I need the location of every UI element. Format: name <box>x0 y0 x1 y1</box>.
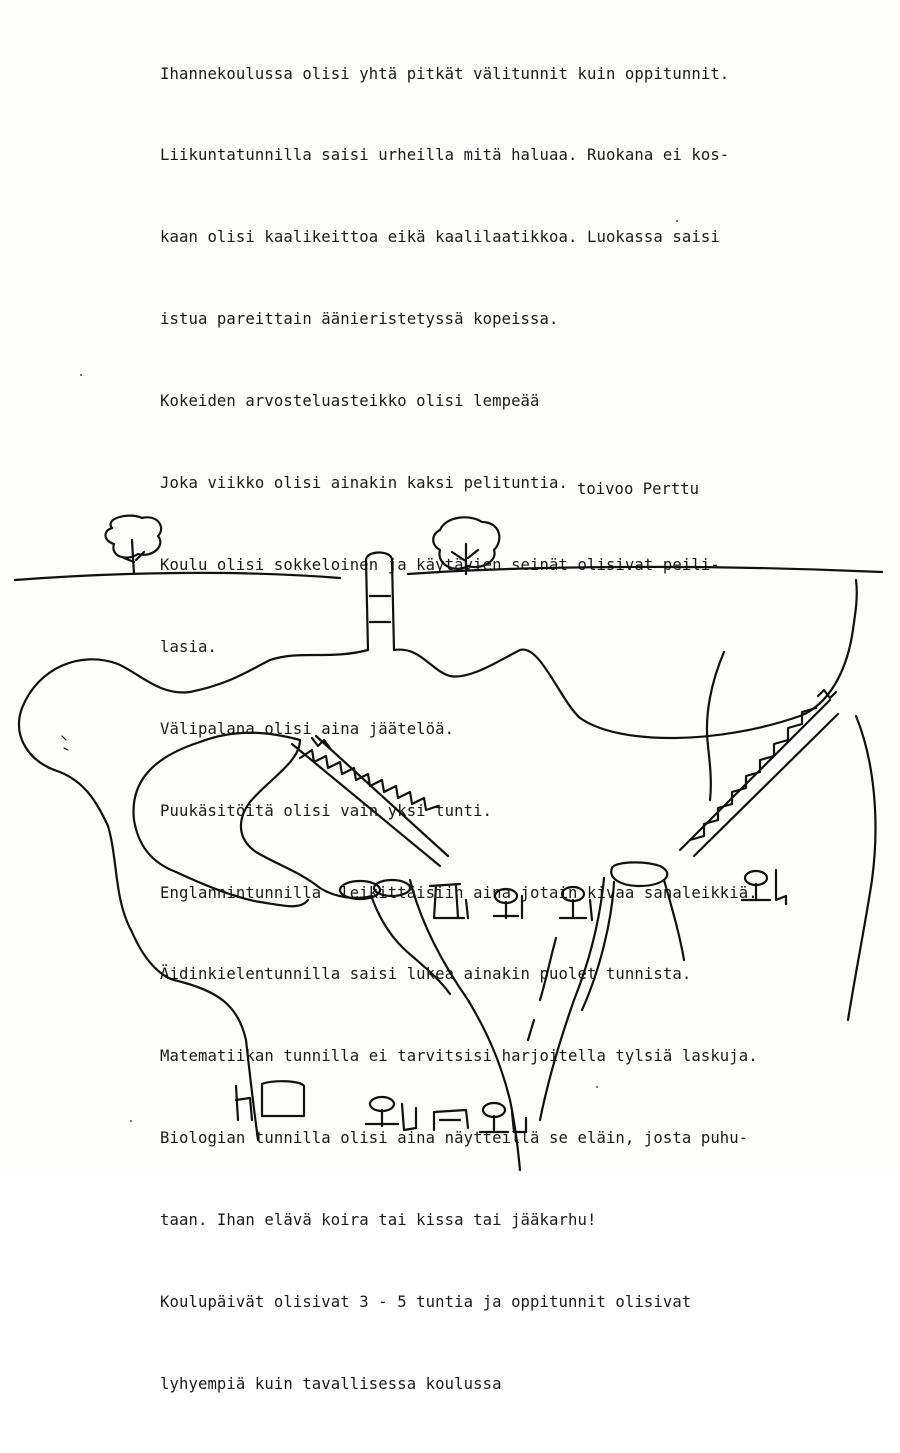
chair-icon <box>740 868 788 906</box>
inner-wall <box>370 896 452 996</box>
corridor-line <box>610 861 669 888</box>
paper-speck <box>80 374 82 376</box>
text-line: Puukäsitöitä olisi vain yksi tunti. <box>160 801 493 820</box>
stepping-stone <box>372 878 412 898</box>
tree-icon <box>432 516 501 576</box>
cave-outline <box>846 714 877 1022</box>
chair-icon <box>364 1095 418 1132</box>
text-line: taan. Ihan elävä koira tai kissa tai jää… <box>160 1211 597 1230</box>
corridor-line <box>408 878 522 1172</box>
table-icon <box>428 882 470 920</box>
cave-outline <box>17 648 370 1142</box>
text-line: Joka viikko olisi ainakin kaksi pelitunt… <box>160 474 568 493</box>
escalator-icon <box>678 688 840 858</box>
corridor-line <box>526 936 558 1042</box>
pencil-mark <box>61 735 69 751</box>
text-line: Äidinkielentunnilla saisi lukea ainakin … <box>160 965 692 984</box>
text-line: istua pareittain äänieristetyssä kopeiss… <box>160 310 559 329</box>
text-line: Kokeiden arvosteluasteikko olisi lempeää <box>160 392 540 411</box>
text-line: Liikuntatunnilla saisi urheilla mitä hal… <box>160 146 730 165</box>
chair-icon <box>558 885 594 922</box>
text-line: lyhyempiä kuin tavallisessa koulussa <box>160 1374 502 1393</box>
scanned-page: Ihannekoulussa olisi yhtä pitkät välitun… <box>13 64 884 1393</box>
escalator-icon <box>290 734 450 868</box>
text-line: Matematiikan tunnilla ei tarvitsisi harj… <box>160 1047 758 1066</box>
text-line: kaan olisi kaalikeittoa eikä kaalilaatik… <box>160 228 720 247</box>
corridor-line <box>580 878 686 1012</box>
chair-icon <box>432 1101 528 1134</box>
corridor-line <box>538 876 606 1122</box>
cave-outline <box>392 578 858 740</box>
chair-icon <box>492 887 524 920</box>
stepping-stone <box>338 879 382 901</box>
inner-wall <box>132 731 310 908</box>
paper-speck <box>596 1086 598 1088</box>
tree-icon <box>104 514 163 576</box>
table-icon <box>234 1080 306 1122</box>
paper-speck <box>130 1120 132 1122</box>
text-line: lasia. <box>160 637 217 656</box>
text-line: Koulupäivät olisivat 3 - 5 tuntia ja opp… <box>160 1292 692 1311</box>
school-drawing <box>13 514 884 1172</box>
chimney-icon <box>364 551 396 652</box>
signature: toivoo Perttu <box>577 480 700 498</box>
inner-wall <box>239 738 374 899</box>
paper-speck <box>676 220 678 222</box>
cave-outline <box>705 650 726 802</box>
ground-line <box>13 565 884 582</box>
text-line: Ihannekoulussa olisi yhtä pitkät välitun… <box>160 64 730 83</box>
